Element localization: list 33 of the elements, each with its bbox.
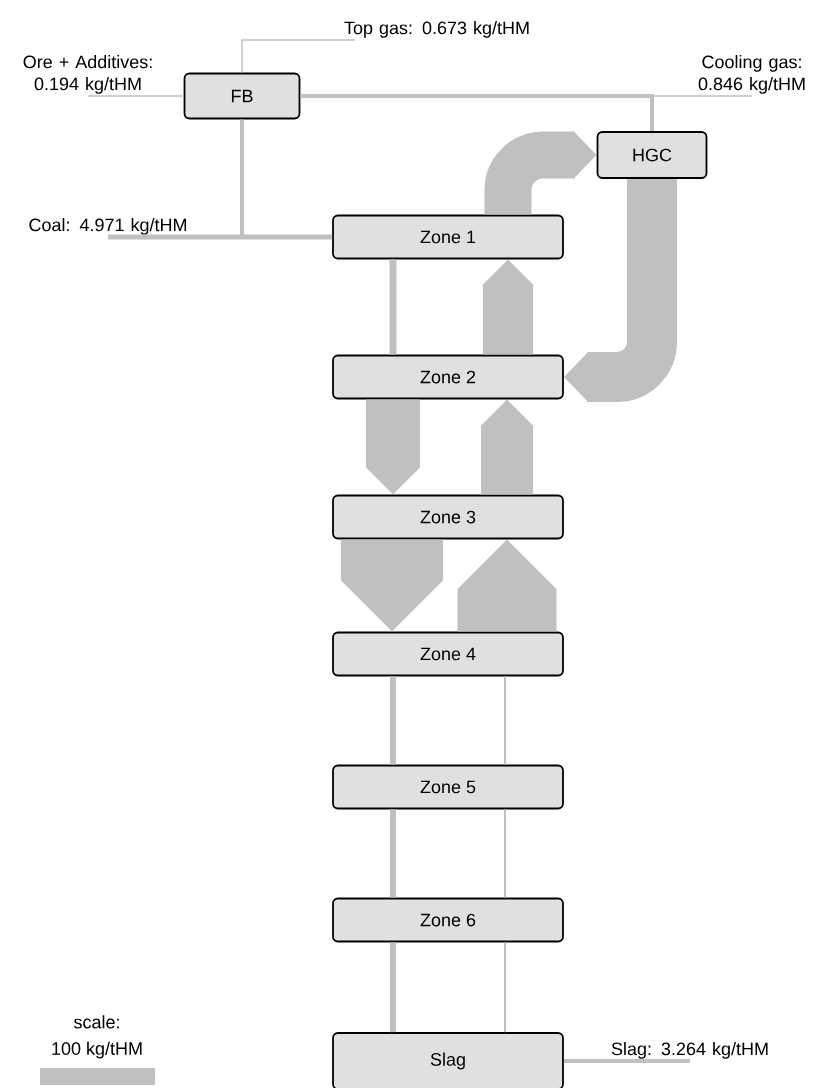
flow-arrow — [457, 539, 557, 632]
flow-line — [390, 942, 396, 1033]
process-box: Zone 3 — [332, 494, 564, 540]
flow-arrow — [366, 399, 420, 495]
process-box: HGC — [596, 131, 708, 179]
flow-line — [504, 675, 506, 766]
flow-arrow — [481, 399, 533, 495]
flow-label: Coal: 4.971 kg/tHM — [29, 218, 187, 235]
process-box: Zone 4 — [332, 631, 564, 677]
legend-title: scale: — [74, 1015, 119, 1029]
flow-arrow — [341, 539, 443, 632]
process-box: Zone 2 — [332, 354, 564, 400]
flow-label: Cooling gas: 0.846 kg/tHM — [698, 55, 805, 94]
flow-line — [390, 809, 396, 898]
flow-line — [240, 119, 333, 239]
flow-line — [87, 95, 185, 97]
flow-arrow — [483, 259, 533, 355]
flow-label: Ore + Additives: 0.194 kg/tHM — [23, 55, 152, 94]
flow-line — [563, 1059, 690, 1063]
flow-label: Top gas: 0.673 kg/tHM — [344, 21, 529, 38]
process-box: Slag — [332, 1032, 564, 1088]
flow-line — [108, 234, 333, 240]
legend-label: 100 kg/tHM — [52, 1041, 142, 1059]
flow-line — [504, 941, 506, 1034]
flow-line — [390, 676, 396, 765]
flow-line — [241, 39, 356, 74]
flow-line — [300, 94, 654, 132]
process-box: FB — [183, 72, 301, 120]
flow-label: Slag: 3.264 kg/tHM — [611, 1042, 768, 1059]
process-box: Zone 1 — [332, 214, 564, 260]
flow-line — [504, 808, 506, 899]
process-box: Zone 5 — [332, 764, 564, 810]
process-box: Zone 6 — [332, 897, 564, 943]
